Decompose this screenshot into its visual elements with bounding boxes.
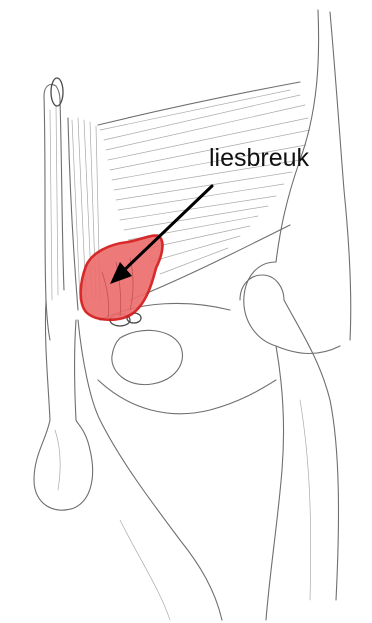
- testicle: [34, 300, 100, 510]
- pelvis-outline: [98, 10, 351, 620]
- pointer-arrow: [110, 186, 212, 284]
- hernia-label: liesbreuk: [209, 144, 310, 172]
- spermatic-cord: [44, 78, 64, 340]
